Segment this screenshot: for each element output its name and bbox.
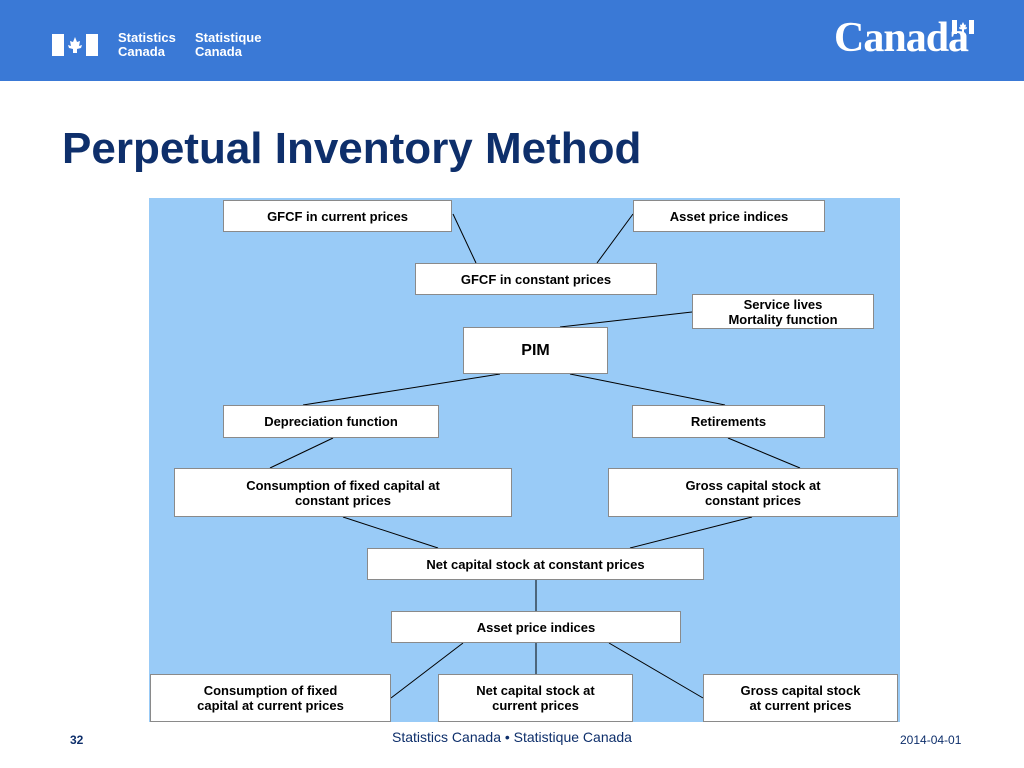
edge-pim-to-retirements bbox=[569, 373, 726, 406]
node-retirements: Retirements bbox=[632, 405, 825, 438]
page-number: 32 bbox=[70, 733, 84, 747]
node-service-lives: Service lives Mortality function bbox=[692, 294, 874, 329]
node-gross-capital-stock-current: Gross capital stock at current prices bbox=[703, 674, 898, 722]
agency-en-line2: Canada bbox=[118, 44, 165, 59]
edge-asset_price_mid-to-cfc_current bbox=[390, 642, 464, 699]
agency-fr-line2: Canada bbox=[195, 44, 242, 59]
agency-fr-line1: Statistique bbox=[195, 30, 262, 45]
node-net-capital-stock-constant: Net capital stock at constant prices bbox=[367, 548, 704, 580]
agency-en-line1: Statistics bbox=[118, 30, 176, 45]
node-gross-capital-stock-constant: Gross capital stock at constant prices bbox=[608, 468, 898, 517]
node-depreciation-function: Depreciation function bbox=[223, 405, 439, 438]
agency-name-fr: Statistique Canada bbox=[195, 31, 261, 59]
edge-cfc_constant-to-net_constant bbox=[342, 516, 439, 549]
canada-wordmark: Canada bbox=[834, 15, 969, 61]
footer-date: 2014-04-01 bbox=[900, 733, 962, 747]
edge-depreciation-to-cfc_constant bbox=[269, 437, 334, 469]
edge-pim-to-depreciation bbox=[302, 373, 501, 406]
wordmark-flag-icon bbox=[952, 20, 974, 34]
node-gfcf-constant-prices: GFCF in constant prices bbox=[415, 263, 657, 295]
node-net-capital-stock-current: Net capital stock at current prices bbox=[438, 674, 633, 722]
canada-flag-icon bbox=[52, 34, 98, 56]
page-title: Perpetual Inventory Method bbox=[62, 124, 642, 173]
header-bar: Statistics Canada Statistique Canada Can… bbox=[0, 0, 1024, 81]
edge-gross_constant-to-net_constant bbox=[629, 516, 753, 549]
edge-asset_price_mid-to-gross_current bbox=[608, 642, 704, 699]
node-consumption-fixed-capital-current: Consumption of fixed capital at current … bbox=[150, 674, 391, 722]
node-pim: PIM bbox=[463, 327, 608, 374]
edge-asset_price_top-to-gfcf_constant bbox=[596, 213, 634, 264]
edge-gfcf_current-to-gfcf_constant bbox=[452, 213, 477, 264]
edge-retirements-to-gross_constant bbox=[727, 437, 801, 469]
node-consumption-fixed-capital-constant: Consumption of fixed capital at constant… bbox=[174, 468, 512, 517]
node-asset-price-indices-top: Asset price indices bbox=[633, 200, 825, 232]
node-asset-price-indices-middle: Asset price indices bbox=[391, 611, 681, 643]
footer-agency: Statistics Canada • Statistique Canada bbox=[392, 729, 632, 745]
node-gfcf-current-prices: GFCF in current prices bbox=[223, 200, 452, 232]
agency-name-en: Statistics Canada bbox=[118, 31, 176, 59]
edge-service_lives-to-pim bbox=[559, 311, 693, 328]
